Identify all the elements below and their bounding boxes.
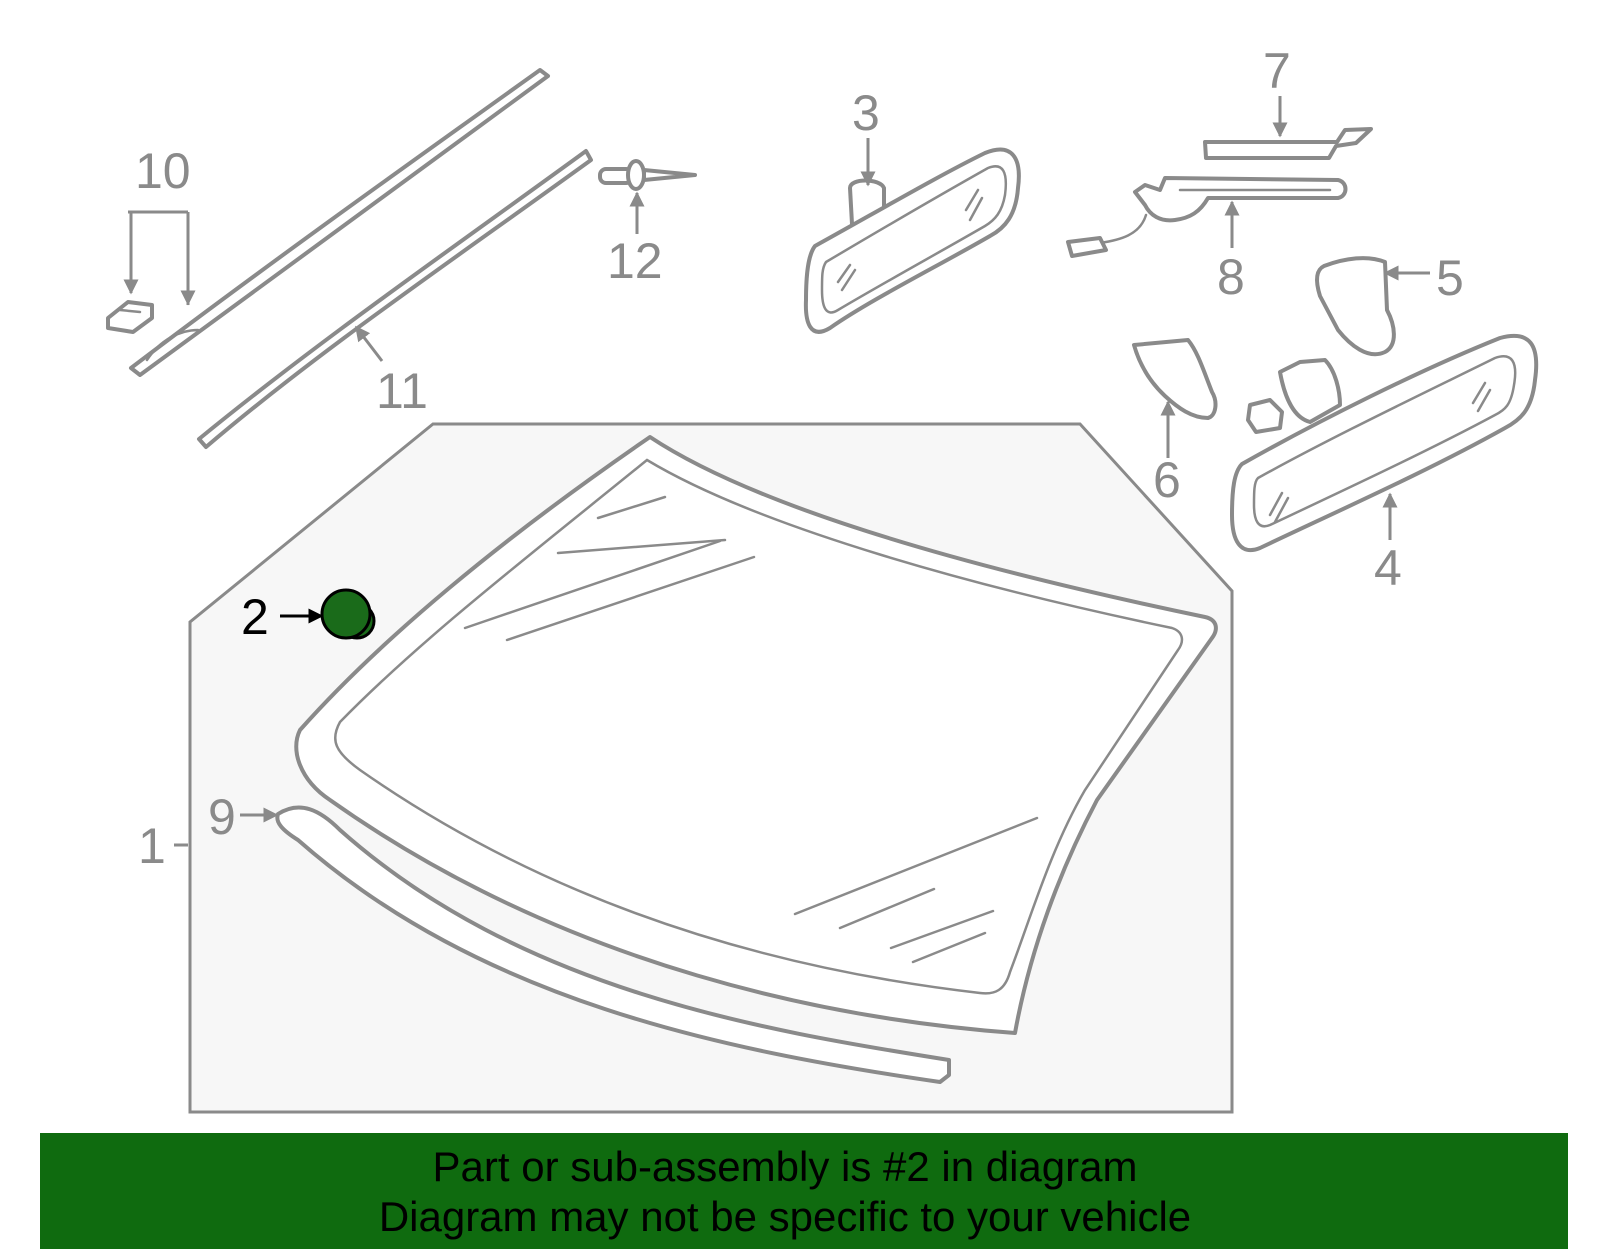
callout-label-2[interactable]: 2 <box>241 589 269 645</box>
glass-reflection-line <box>911 931 987 964</box>
bracket-part-7 <box>1203 127 1373 160</box>
glass-reflection-line <box>889 909 995 950</box>
glass-reflection-line <box>838 887 936 930</box>
molding-clip-part-10 <box>106 300 154 334</box>
callout-label-12: 12 <box>607 233 663 289</box>
callout-label-1: 1 <box>138 818 166 874</box>
roof-molding-end <box>145 328 200 362</box>
glass-reflection-line <box>556 538 727 555</box>
callout-label-11: 11 <box>376 363 428 419</box>
callout-label-9: 9 <box>208 789 236 845</box>
mirror-cover-part-5 <box>1314 256 1396 357</box>
callout-label-4: 4 <box>1374 540 1402 596</box>
callout-label-10: 10 <box>135 143 191 199</box>
windshield-glass <box>294 435 1218 1035</box>
roof-molding-strip <box>129 68 550 377</box>
drip-molding-strip <box>197 149 593 449</box>
banner-disclaimer: Diagram may not be specific to your vehi… <box>378 1193 1192 1240</box>
clip-grommet-part-2[interactable] <box>320 588 376 640</box>
banner-part-note: Part or sub-assembly is #2 in diagram <box>432 1143 1138 1190</box>
callout-label-3: 3 <box>852 85 880 141</box>
callout-label-6: 6 <box>1153 452 1181 508</box>
inside-mirror-part-3 <box>803 147 1021 334</box>
glass-reflection-line <box>505 555 756 642</box>
glass-reflection-line <box>793 816 1039 916</box>
windshield-inner-edge <box>333 458 1184 995</box>
glass-reflection-line <box>463 539 722 630</box>
glass-reflection-line <box>596 495 667 520</box>
lower-molding-strip <box>275 805 951 1084</box>
leader-line-10 <box>128 210 190 305</box>
rivet-part-12 <box>598 159 697 191</box>
inside-mirror-part-4 <box>1230 333 1539 552</box>
info-banner: Part or sub-assembly is #2 in diagram Di… <box>40 1133 1568 1249</box>
callout-label-8: 8 <box>1217 249 1245 305</box>
leader-line-11 <box>354 325 384 362</box>
sensor-harness-part-8 <box>1066 176 1348 258</box>
callout-label-5: 5 <box>1436 250 1464 306</box>
mirror-cover-part-6 <box>1132 338 1218 420</box>
callout-label-7: 7 <box>1263 43 1291 99</box>
